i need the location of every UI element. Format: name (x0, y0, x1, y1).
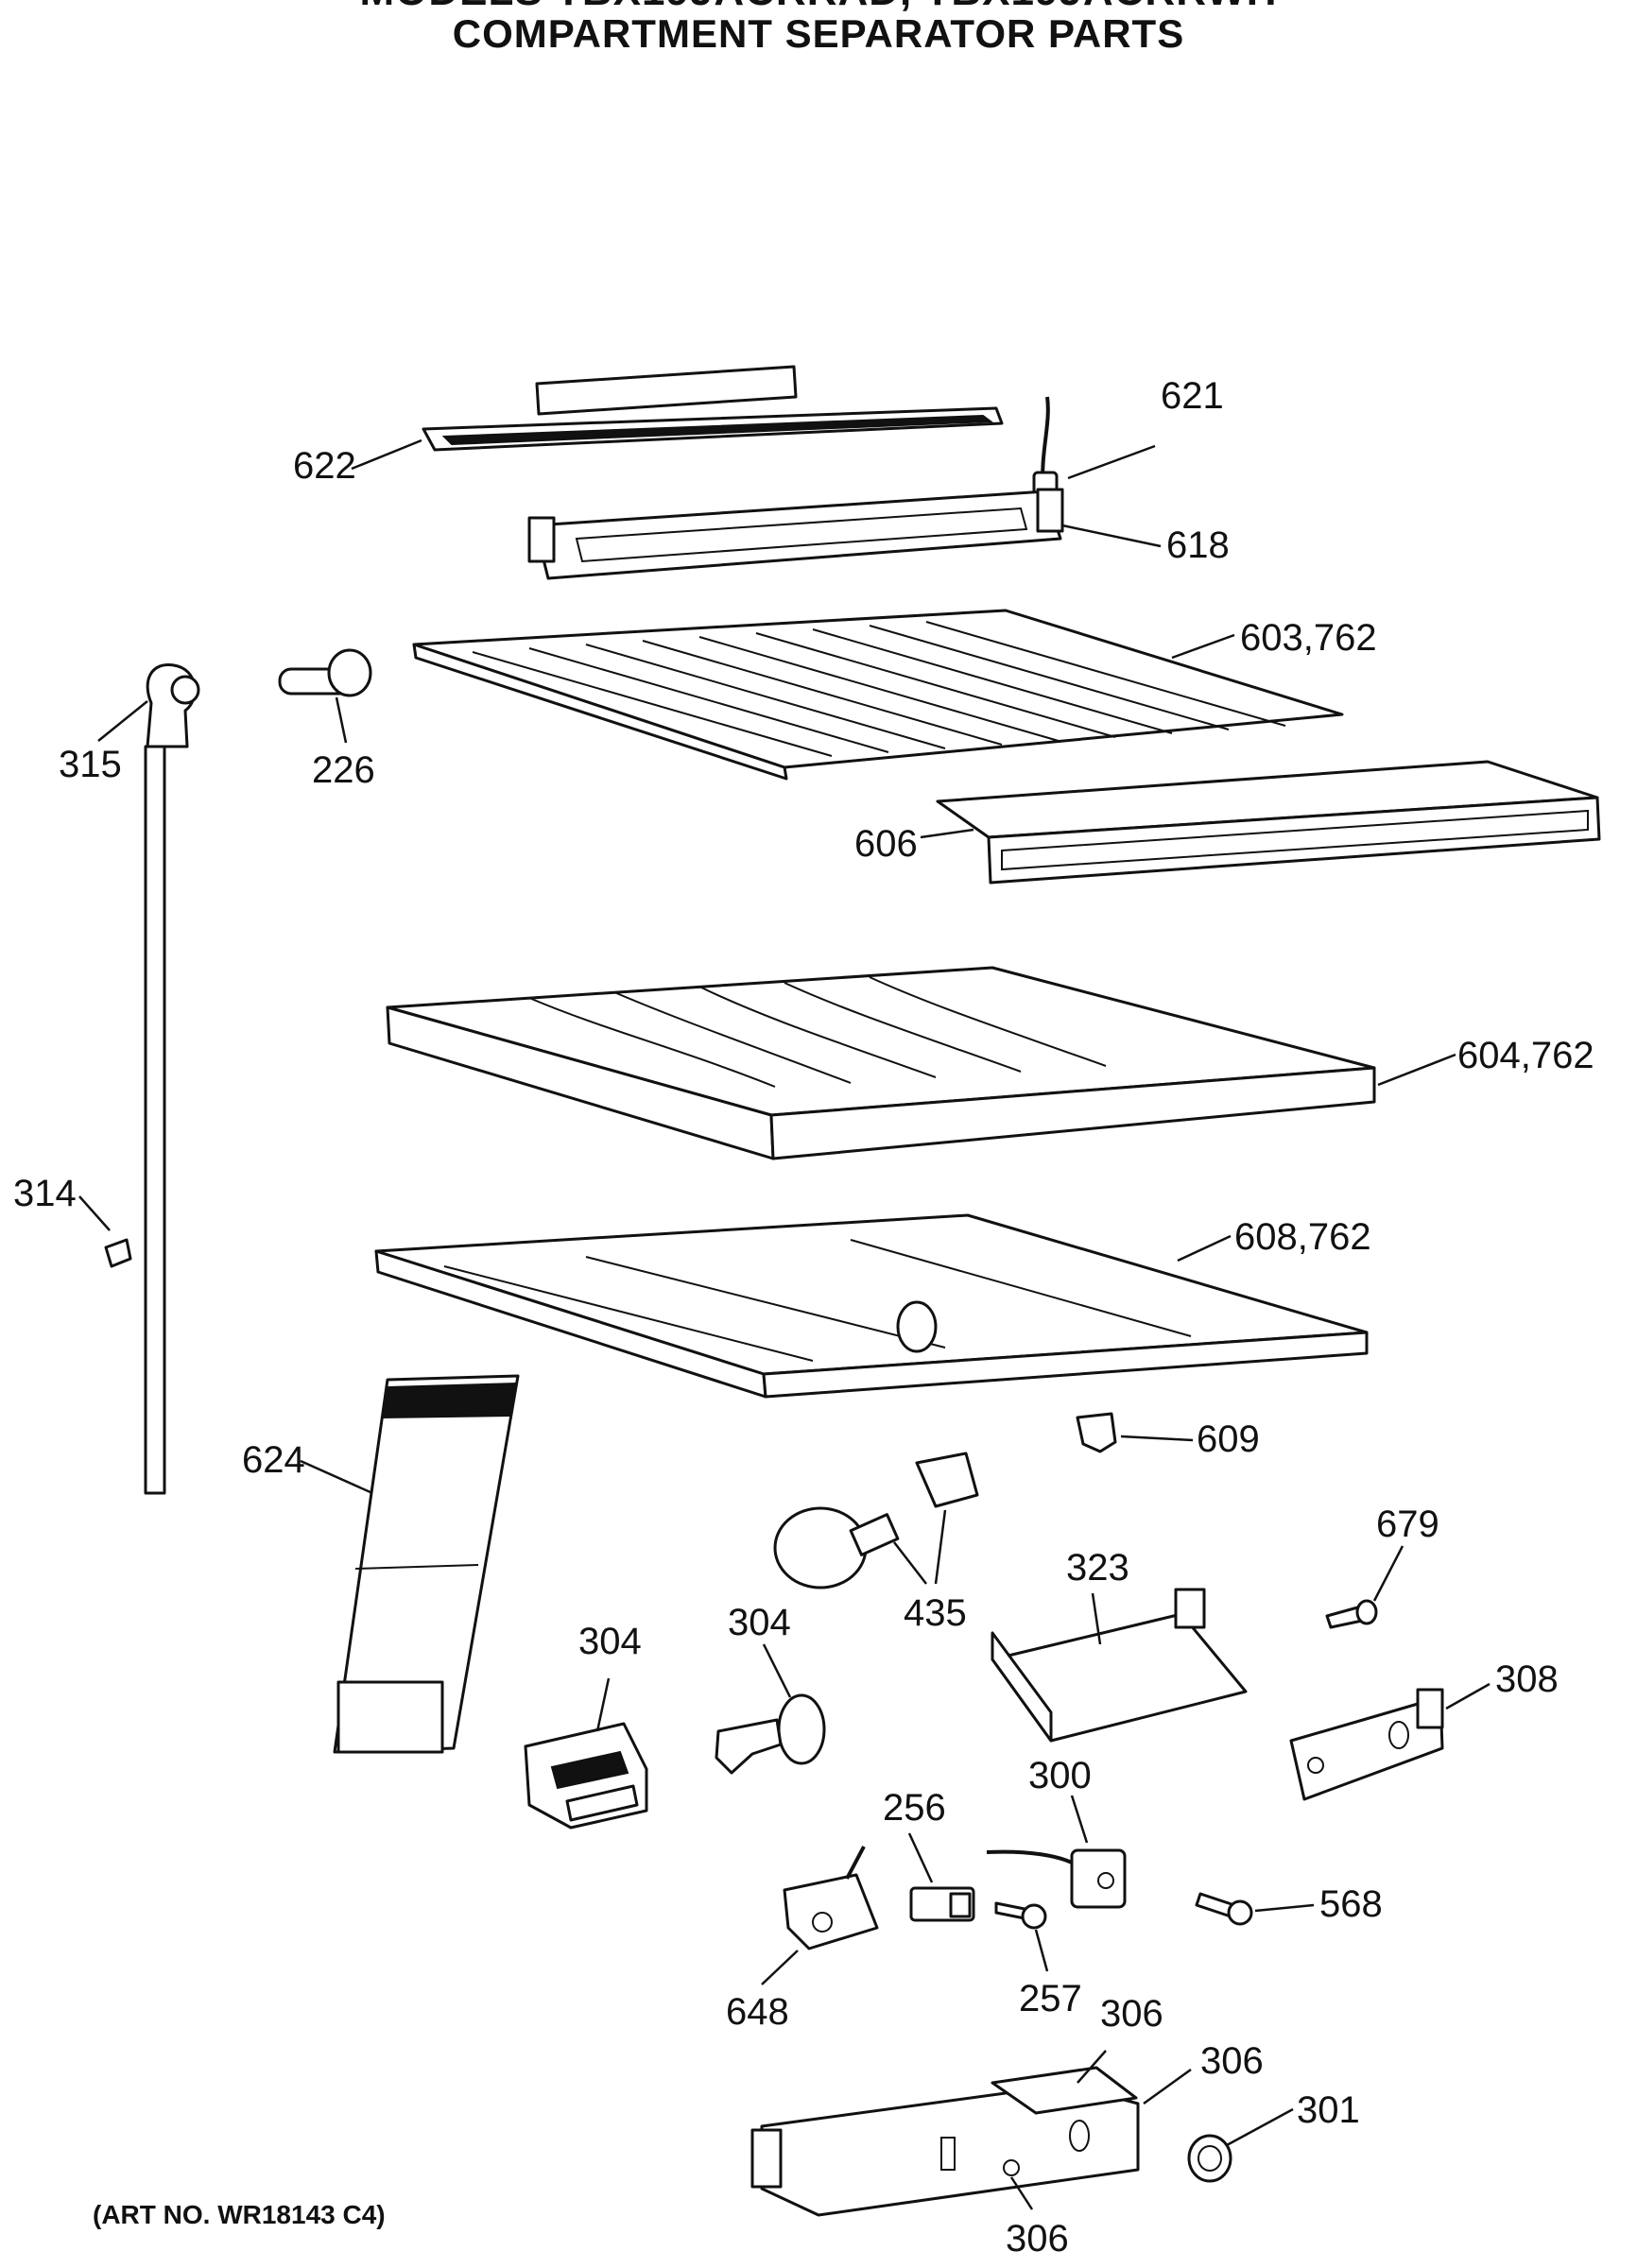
part-609-clip (1076, 1412, 1117, 1453)
part-304-dial (715, 1693, 826, 1775)
callout-679: 679 (1376, 1503, 1439, 1545)
callout-304a: 304 (578, 1621, 642, 1662)
part-257-screw (994, 1901, 1047, 1930)
part-618-rail (527, 488, 1064, 580)
art-number: (ART NO. WR18143 C4) (93, 2200, 386, 2229)
part-648-timer (783, 1846, 879, 1950)
callout-308: 308 (1495, 1658, 1559, 1700)
part-308-plate (1289, 1688, 1444, 1801)
callout-608: 608,762 (1234, 1216, 1371, 1258)
part-256-switch (909, 1886, 975, 1922)
callout-256: 256 (883, 1787, 946, 1829)
part-301-knob (1187, 2134, 1232, 2183)
callout-435: 435 (904, 1592, 967, 1634)
callout-306b: 306 (1200, 2040, 1264, 2082)
part-621-wire (1032, 396, 1059, 501)
callout-606: 606 (854, 823, 918, 865)
part-606-trim (936, 760, 1601, 885)
part-306-housing (750, 2066, 1140, 2217)
part-315-bracket (146, 663, 200, 748)
callout-226: 226 (312, 749, 375, 791)
callout-323: 323 (1066, 1547, 1129, 1589)
part-435-bulb (773, 1452, 979, 1589)
part-323-box (991, 1588, 1248, 1743)
page-title: COMPARTMENT SEPARATOR PARTS (452, 11, 1185, 56)
part-679-screw (1325, 1599, 1378, 1629)
callout-648: 648 (726, 1991, 789, 2033)
callout-603: 603,762 (1240, 617, 1377, 659)
callout-568: 568 (1319, 1883, 1383, 1925)
part-300-thermostat (986, 1848, 1127, 1909)
callout-621: 621 (1161, 375, 1224, 417)
model-line: MODELS TBX19JACRRAD, TBX19JACRRWH (0, 0, 1637, 15)
callout-624: 624 (242, 1439, 305, 1481)
callout-304b: 304 (728, 1602, 791, 1643)
callout-618: 618 (1166, 524, 1230, 566)
part-603-grille (412, 609, 1344, 781)
part-568-screw (1195, 1892, 1253, 1926)
callout-315: 315 (59, 744, 122, 785)
part-622-cover (422, 365, 1004, 452)
part-304-housing (524, 1722, 648, 1830)
callout-300: 300 (1028, 1755, 1092, 1796)
callout-257: 257 (1019, 1978, 1082, 2019)
part-624-duct (333, 1374, 520, 1754)
callout-306c: 306 (1006, 2218, 1069, 2259)
callout-609: 609 (1197, 1418, 1260, 1460)
callout-314: 314 (13, 1173, 77, 1214)
callout-622: 622 (293, 445, 356, 487)
part-604-separator (386, 966, 1376, 1160)
callout-301: 301 (1297, 2089, 1360, 2131)
callout-306a: 306 (1100, 1993, 1163, 2035)
callout-604: 604,762 (1457, 1035, 1594, 1076)
part-226-knob (278, 648, 372, 697)
part-314-rod (104, 745, 166, 1495)
part-608-separator (374, 1213, 1369, 1399)
